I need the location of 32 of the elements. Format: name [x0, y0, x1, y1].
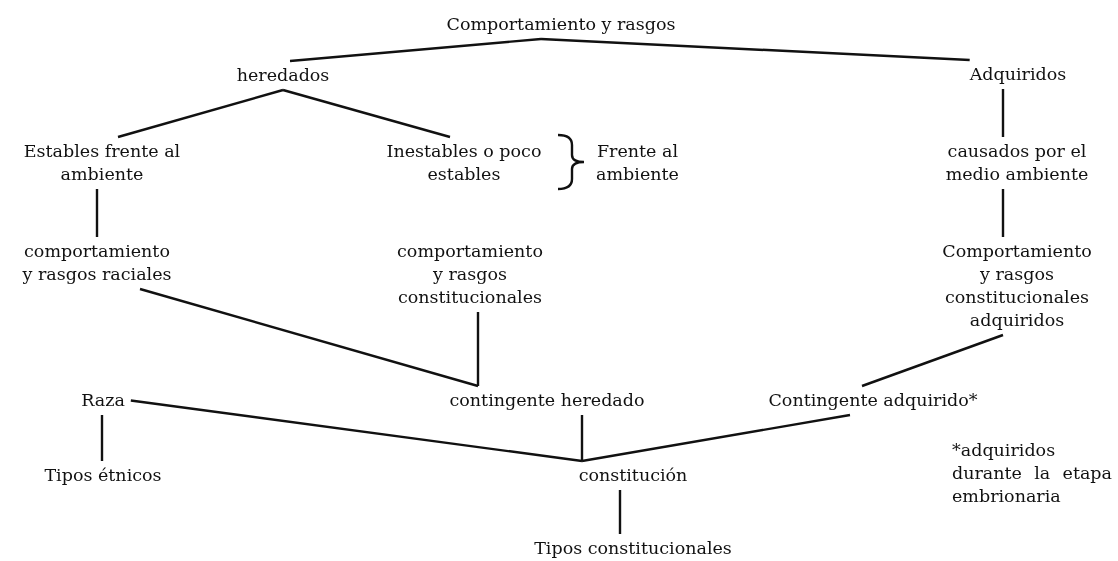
category-label: Estables frente al ambiente: [2, 140, 202, 186]
category-label: Adquiridos: [969, 63, 1067, 86]
category-label: Comportamiento y rasgos constitucionales adquiridos: [942, 240, 1092, 332]
category-label: constitución: [578, 464, 688, 487]
connector-line: [95, 189, 99, 237]
category-label: comportamiento y rasgos raciales: [22, 240, 172, 286]
connector-line: [130, 399, 583, 463]
category-label: causados por el medio ambiente: [927, 140, 1107, 186]
connector-line: [580, 415, 584, 461]
category-label: Raza: [81, 389, 125, 412]
connector-line: [1001, 189, 1005, 237]
category-label: Tipos étnicos: [44, 464, 162, 487]
connector-line: [289, 37, 542, 63]
connector-line: [618, 490, 622, 534]
connector-line: [117, 88, 284, 139]
connector-line: [100, 415, 104, 461]
connector-line: [476, 312, 480, 386]
connector-line: [581, 413, 851, 463]
category-label: comportamiento y rasgos constitucionales: [395, 240, 545, 309]
category-label: Inestables o poco estables: [364, 140, 564, 186]
category-label: Contingente adquirido*: [768, 389, 978, 412]
category-label: Tipos constitucionales: [534, 537, 732, 560]
category-label: Comportamiento y rasgos: [446, 13, 676, 36]
connector-line: [139, 287, 479, 388]
connector-line: [282, 88, 451, 139]
category-label: contingente heredado: [449, 389, 645, 412]
side-note: Frente al ambiente: [595, 140, 680, 186]
category-label: heredados: [236, 64, 330, 87]
connector-line: [1001, 89, 1005, 137]
connector-line: [540, 37, 970, 62]
connector-line: [861, 333, 1004, 388]
footnote: *adquiridos durante la etapa embrionaria: [952, 439, 1112, 508]
